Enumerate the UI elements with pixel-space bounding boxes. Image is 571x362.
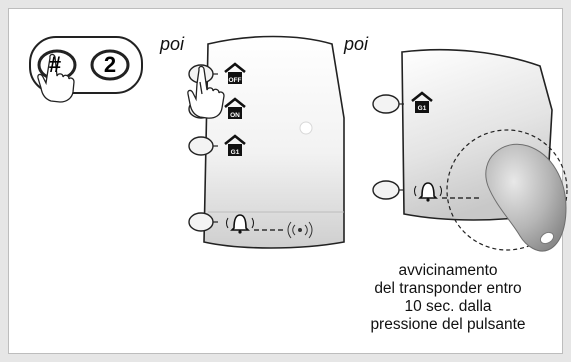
wireless-icon [287, 221, 313, 239]
badge-on: ON [230, 112, 240, 119]
caption-line-1: avvicinamento [398, 262, 498, 279]
hand-press-icon [187, 65, 225, 119]
step-label-1: poi [160, 34, 185, 54]
device-button-bell[interactable] [188, 212, 214, 232]
badge-g1: G1 [231, 149, 240, 156]
keypad [29, 36, 143, 103]
hand-press-icon [37, 53, 75, 103]
device-button-g1[interactable] [372, 94, 400, 114]
keypad-key-2-label: 2 [104, 52, 116, 77]
device-led [299, 121, 313, 135]
transponder-tag [485, 143, 567, 252]
bell-icon [414, 182, 442, 202]
device-button-g1[interactable] [188, 136, 214, 156]
badge-off: OFF [229, 77, 242, 84]
step-label-2: poi [344, 34, 369, 54]
house-icon [224, 134, 246, 156]
control-device [187, 35, 345, 249]
device-button-bell[interactable] [372, 180, 400, 200]
bell-icon [226, 214, 254, 234]
keypad-key-2[interactable] [90, 49, 130, 81]
caption-line-3: 10 sec. dalla [404, 298, 492, 315]
house-icon [224, 97, 246, 119]
badge-g1: G1 [418, 105, 427, 112]
caption: avvicinamento del transponder entro 10 s… [330, 262, 566, 334]
proximity-zone [446, 129, 568, 251]
keypad-key-hash-label: # [49, 52, 61, 77]
caption-line-4: pressione del pulsante [370, 316, 526, 333]
house-icon [224, 62, 246, 84]
house-icon [411, 91, 433, 113]
control-device-zoom [372, 48, 568, 252]
device-body [203, 35, 345, 249]
caption-line-2: del transponder entro [374, 280, 522, 297]
